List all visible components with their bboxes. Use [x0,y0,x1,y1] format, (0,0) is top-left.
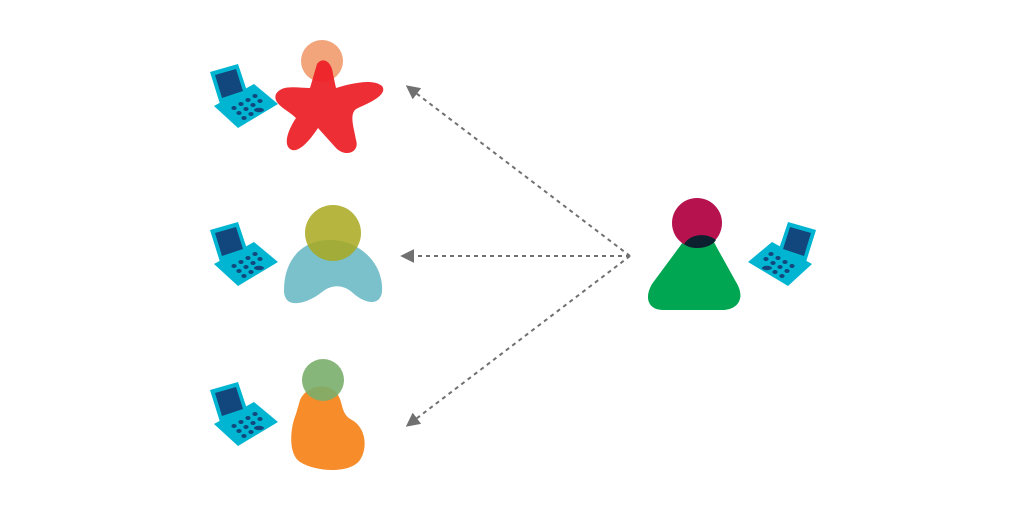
recipient-star-person [210,40,384,154]
laptop-icon [210,382,278,446]
laptop-icon [210,222,278,286]
person-head [305,205,361,261]
person-head [302,359,344,401]
hub-triangle-person [648,198,816,310]
laptop-icon [210,64,278,128]
arrow-to-star-person [405,85,631,257]
person-head [672,198,722,248]
arrow-to-blob-person [405,255,631,427]
person-body-arch [284,240,383,304]
recipient-blob-person [210,359,365,470]
recipient-arch-person [210,205,383,304]
person-body-star [275,60,384,154]
connectors [400,85,631,427]
head-body-overlap [684,235,716,248]
person-body-triangle [648,233,741,310]
person-body-blob [291,386,365,470]
laptop-icon [748,222,816,286]
